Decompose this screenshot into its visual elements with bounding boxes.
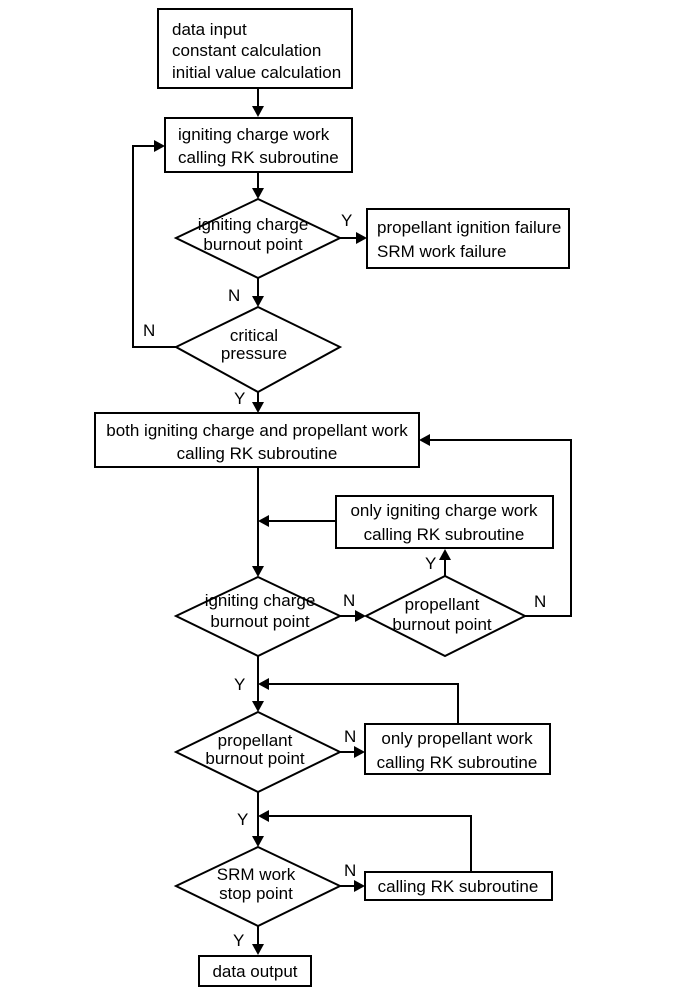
d5-line-2: stop point bbox=[219, 884, 293, 903]
d3-line-1: propellant bbox=[405, 595, 480, 614]
arrowhead bbox=[252, 701, 264, 712]
edge-d3-loop bbox=[428, 439, 572, 617]
edge-critical-loop bbox=[132, 145, 176, 348]
label-y-d5: Y bbox=[233, 931, 244, 950]
ignwork-line-2: calling RK subroutine bbox=[178, 148, 339, 167]
edge-calling-loop bbox=[266, 815, 472, 872]
arrowheads bbox=[154, 106, 451, 955]
arrowhead bbox=[439, 549, 451, 560]
arrowhead bbox=[356, 232, 367, 244]
arrowhead bbox=[154, 140, 165, 152]
edge-onlyprop-loop bbox=[266, 683, 459, 724]
label-y-critical: Y bbox=[234, 389, 245, 408]
both-line-2: calling RK subroutine bbox=[177, 444, 338, 463]
only-ignition-box: only igniting charge work calling RK sub… bbox=[335, 495, 554, 549]
only-propellant-box: only propellant work calling RK subrouti… bbox=[364, 723, 551, 775]
start-box: data input constant calculation initial … bbox=[157, 8, 353, 89]
arrowhead bbox=[258, 810, 269, 822]
arrowhead bbox=[252, 402, 264, 413]
arrowhead bbox=[354, 880, 365, 892]
label-n-d2: N bbox=[343, 591, 355, 610]
arrowhead bbox=[252, 296, 264, 307]
start-line-3: initial value calculation bbox=[172, 63, 341, 82]
decision-propellant-burnout-1: propellant burnout point bbox=[363, 574, 528, 658]
d5-line-1: SRM work bbox=[217, 865, 296, 884]
label-n-d3: N bbox=[534, 592, 546, 611]
ignition-work-box: igniting charge work calling RK subrouti… bbox=[164, 117, 353, 173]
decision-ignition-burnout-1: igniting charge burnout point bbox=[173, 197, 343, 280]
arrowhead bbox=[419, 434, 430, 446]
branch-labels: Y N N Y N Y N Y N Y N Y bbox=[143, 211, 546, 950]
onlyprop-line-2: calling RK subroutine bbox=[377, 753, 538, 772]
start-line-1: data input bbox=[172, 20, 247, 39]
arrowhead bbox=[355, 610, 366, 622]
decision-propellant-burnout-2: propellant burnout point bbox=[173, 710, 343, 794]
output-box: data output bbox=[198, 955, 312, 987]
d3-line-2: burnout point bbox=[392, 615, 492, 634]
both-line-1: both igniting charge and propellant work bbox=[106, 421, 408, 440]
decision-ignition-burnout-2: igniting charge burnout point bbox=[173, 575, 343, 658]
onlyign-line-1: only igniting charge work bbox=[350, 501, 538, 520]
callingrk-line-1: calling RK subroutine bbox=[378, 877, 539, 896]
d-critical-line-2: pressure bbox=[221, 344, 287, 363]
arrowhead bbox=[258, 678, 269, 690]
arrowhead bbox=[252, 566, 264, 577]
calling-rk-box: calling RK subroutine bbox=[364, 871, 553, 901]
label-y-d1: Y bbox=[341, 211, 352, 230]
decision-critical-pressure: critical pressure bbox=[173, 305, 343, 394]
arrowhead bbox=[252, 188, 264, 199]
fail-line-2: SRM work failure bbox=[377, 242, 506, 261]
d1-line-1: igniting charge bbox=[198, 215, 309, 234]
both-work-box: both igniting charge and propellant work… bbox=[94, 412, 420, 468]
label-n-d1: N bbox=[228, 286, 240, 305]
decision-srm-stop: SRM work stop point bbox=[173, 845, 343, 928]
arrowhead bbox=[354, 746, 365, 758]
arrowhead bbox=[252, 944, 264, 955]
fail-line-1: propellant ignition failure bbox=[377, 218, 561, 237]
label-y-d3: Y bbox=[425, 554, 436, 573]
connectors bbox=[132, 88, 572, 946]
d2-line-2: burnout point bbox=[210, 612, 310, 631]
label-n-d4: N bbox=[344, 727, 356, 746]
label-y-d2: Y bbox=[234, 675, 245, 694]
output-line-1: data output bbox=[212, 962, 297, 981]
label-n-critical: N bbox=[143, 321, 155, 340]
label-n-d5: N bbox=[344, 861, 356, 880]
start-line-2: constant calculation bbox=[172, 41, 321, 60]
onlyprop-line-1: only propellant work bbox=[381, 729, 533, 748]
d2-line-1: igniting charge bbox=[205, 591, 316, 610]
ignwork-line-1: igniting charge work bbox=[178, 125, 330, 144]
label-y-d4: Y bbox=[237, 810, 248, 829]
arrowhead bbox=[258, 515, 269, 527]
onlyign-line-2: calling RK subroutine bbox=[364, 525, 525, 544]
d4-line-2: burnout point bbox=[205, 749, 305, 768]
arrowhead bbox=[252, 106, 264, 117]
d-critical-line-1: critical bbox=[230, 326, 278, 345]
d1-line-2: burnout point bbox=[203, 235, 303, 254]
arrowhead bbox=[252, 836, 264, 847]
failure-box: propellant ignition failure SRM work fai… bbox=[366, 208, 570, 269]
d4-line-1: propellant bbox=[218, 731, 293, 750]
